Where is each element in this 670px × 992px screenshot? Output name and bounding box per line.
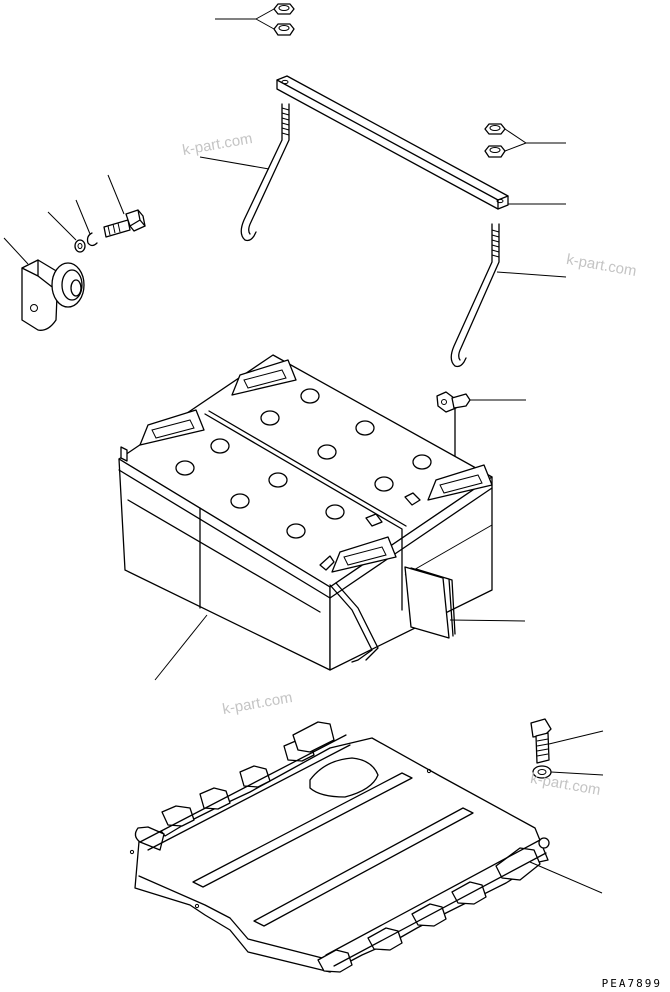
leader-j-bolt-right (496, 271, 567, 278)
nut-right-lower (484, 145, 506, 158)
leader-relay-bolt (107, 174, 125, 215)
leader-relay (3, 237, 29, 265)
tray-mounting-bolt (530, 718, 552, 764)
leader-j-bolt-left (199, 156, 270, 170)
leader-nuts-left (215, 8, 275, 30)
nut-right-upper (484, 123, 506, 135)
j-bolt-left (240, 103, 290, 242)
j-bolt-right (450, 223, 500, 368)
battery-relay (21, 259, 85, 331)
leader-spring-washer (75, 199, 91, 235)
insulation-pad (404, 566, 456, 639)
nut-left-upper (273, 3, 295, 15)
mounting-bolt-relay (103, 209, 146, 238)
hold-down-bar (276, 75, 509, 210)
nut-left-lower (273, 23, 295, 36)
leader-tray-washer (550, 771, 604, 776)
leader-battery (154, 614, 208, 681)
lock-washer (74, 239, 86, 253)
leader-insulation-pad (449, 619, 526, 622)
battery-tray (129, 721, 550, 973)
leader-battery-tray (529, 861, 603, 894)
spring-washer (86, 232, 98, 247)
leader-tray-bolt (548, 730, 604, 745)
drawing-code: PEA7899 (601, 977, 662, 990)
leader-nuts-right (504, 128, 566, 152)
leader-lock-washer (47, 211, 77, 241)
